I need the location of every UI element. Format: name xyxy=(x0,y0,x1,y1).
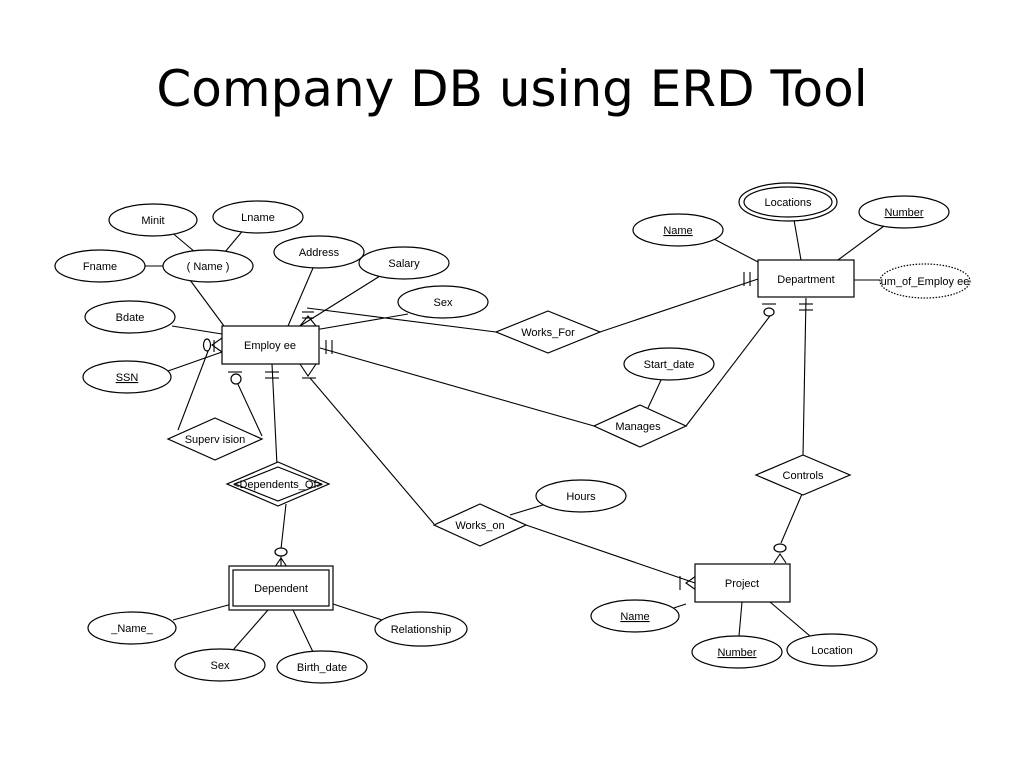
attribute-project-name: Name xyxy=(590,599,680,633)
attribute-bdate-label: Bdate xyxy=(116,312,145,324)
attribute-project-name-label: Name xyxy=(620,611,649,623)
entity-department-label: Department xyxy=(777,274,834,286)
attribute-dept-number: Number xyxy=(858,195,950,229)
attribute-ssn: SSN xyxy=(82,360,172,394)
attribute-bdate: Bdate xyxy=(84,300,176,334)
entity-dependent-label: Dependent xyxy=(254,583,308,595)
attribute-hours: Hours xyxy=(535,479,627,513)
attribute-project-location-label: Location xyxy=(811,645,853,657)
attribute-name-composite-label: ( Name ) xyxy=(187,261,230,273)
relationship-dependents-of: <Dependents_Of> xyxy=(225,461,331,507)
attribute-dependent-name-label: _Name_ xyxy=(110,623,153,635)
relationship-supervision: Superv ision xyxy=(166,417,264,461)
attribute-fname: Fname xyxy=(54,249,146,283)
attribute-minit-label: Minit xyxy=(141,215,164,227)
attribute-birth-date-label: Birth_date xyxy=(297,662,347,674)
attribute-dept-name: Name xyxy=(632,213,724,247)
attribute-num-of-employees-label: um_of_Employ ee xyxy=(881,276,970,288)
attribute-dependent-sex-label: Sex xyxy=(211,660,230,672)
attribute-minit: Minit xyxy=(108,203,198,237)
entity-department: Department xyxy=(757,259,855,298)
relationship-works-for: Works_For xyxy=(494,310,602,354)
entity-employee: Employ ee xyxy=(221,325,320,365)
relationship-supervision-label: Superv ision xyxy=(185,434,246,446)
attribute-locations: Locations xyxy=(738,182,838,222)
attribute-project-number: Number xyxy=(691,635,783,669)
attribute-address-label: Address xyxy=(299,247,340,259)
attribute-salary-label: Salary xyxy=(388,258,420,270)
attribute-dependent-name: _Name_ xyxy=(87,611,177,645)
attribute-project-number-label: Number xyxy=(717,647,756,659)
entity-dependent: Dependent xyxy=(228,565,334,611)
attribute-ssn-label: SSN xyxy=(116,372,139,384)
attribute-name-composite: ( Name ) xyxy=(162,249,254,283)
cardinality-marks xyxy=(202,272,813,591)
attribute-sex-employee-label: Sex xyxy=(434,297,453,309)
relationship-controls: Controls xyxy=(754,454,852,496)
entity-project: Project xyxy=(694,563,791,603)
attribute-dept-name-label: Name xyxy=(663,225,692,237)
attribute-lname: Lname xyxy=(212,200,304,234)
relationship-works-for-label: Works_For xyxy=(521,327,575,339)
attribute-birth-date: Birth_date xyxy=(276,650,368,684)
attribute-locations-label: Locations xyxy=(764,197,812,209)
attribute-start-date: Start_date xyxy=(623,347,715,381)
attribute-relationship-label: Relationship xyxy=(391,624,452,636)
attribute-sex-employee: Sex xyxy=(397,285,489,319)
attribute-relationship: Relationship xyxy=(374,611,468,647)
relationship-manages: Manages xyxy=(592,404,688,448)
attribute-hours-label: Hours xyxy=(566,491,596,503)
entity-project-label: Project xyxy=(725,578,759,590)
attribute-dependent-sex: Sex xyxy=(174,648,266,682)
slide-title: Company DB using ERD Tool xyxy=(156,60,868,118)
attribute-lname-label: Lname xyxy=(241,212,275,224)
relationship-controls-label: Controls xyxy=(783,470,824,482)
relationship-works-on-label: Works_on xyxy=(455,520,504,532)
attribute-address: Address xyxy=(273,235,365,269)
entity-employee-label: Employ ee xyxy=(244,340,296,352)
attribute-start-date-label: Start_date xyxy=(644,359,695,371)
attribute-project-location: Location xyxy=(786,633,878,667)
relationship-dependents-of-label: <Dependents_Of> xyxy=(233,479,323,491)
attribute-salary: Salary xyxy=(358,246,450,280)
attribute-dept-number-label: Number xyxy=(884,207,923,219)
attribute-fname-label: Fname xyxy=(83,261,117,273)
relationship-works-on: Works_on xyxy=(432,503,528,547)
attribute-num-of-employees: um_of_Employ ee xyxy=(879,263,971,299)
relationship-manages-label: Manages xyxy=(615,421,661,433)
